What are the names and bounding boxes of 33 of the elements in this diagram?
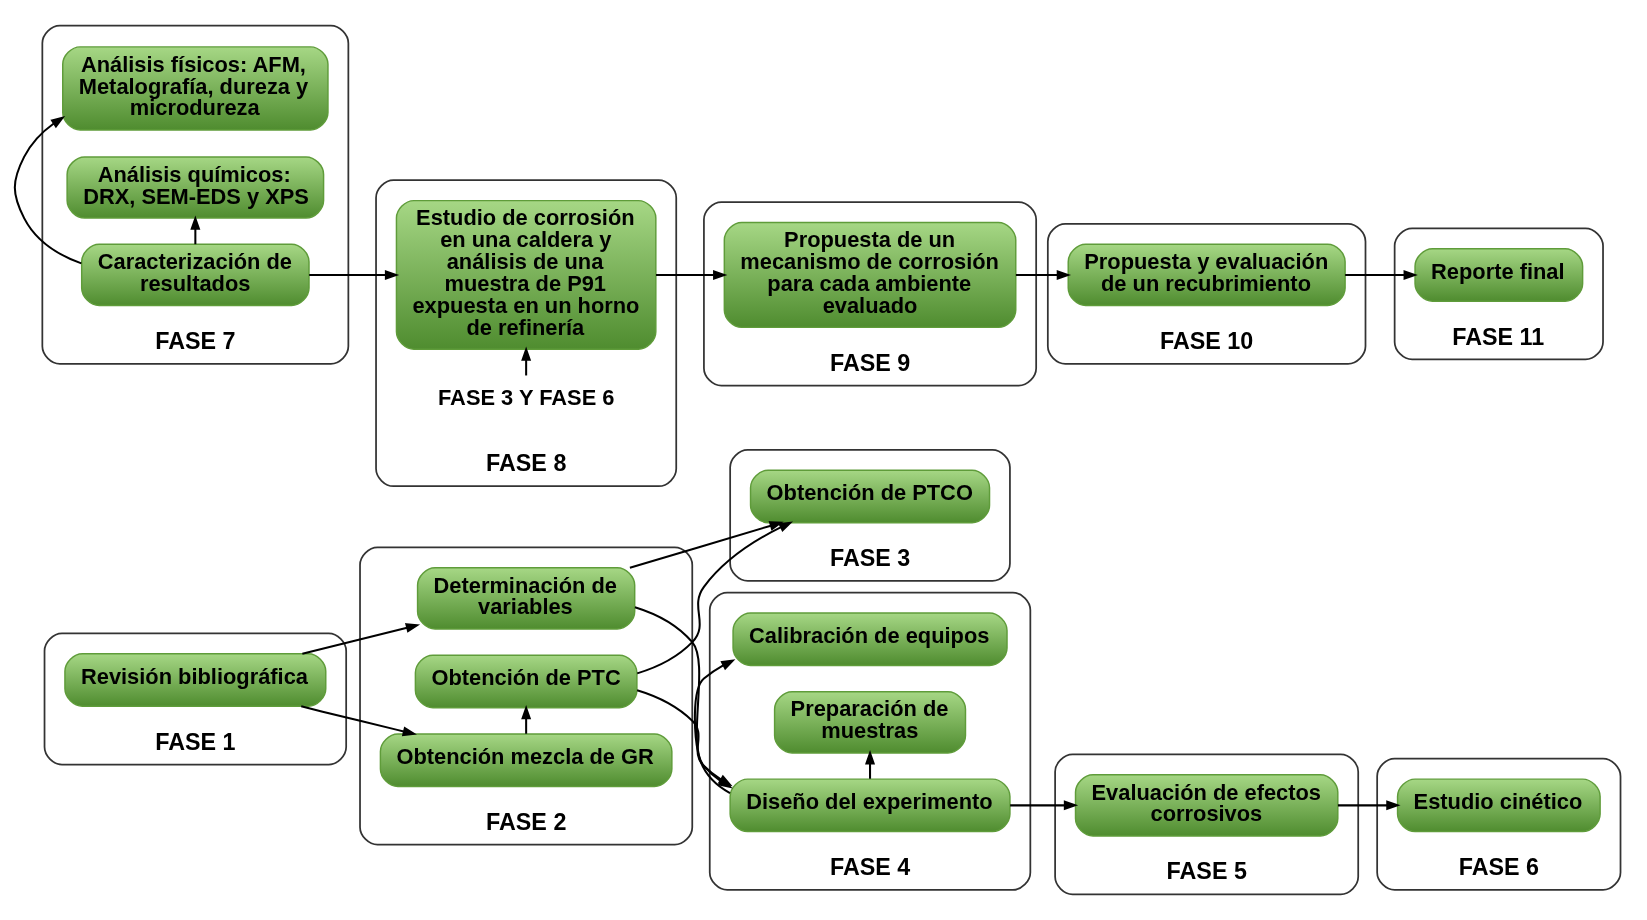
node-box: Caracterización de resultados [80,243,310,307]
arrow [302,623,421,655]
node-box: Obtención de PTCO [749,469,991,524]
node-box: Reporte final [1414,247,1584,302]
node-box: Propuesta y evaluación de un recubrimiento [1067,243,1346,307]
arrow [521,704,532,734]
arrow [656,269,728,280]
node-box: Evaluación de efectos corrosivos [1074,774,1339,837]
arrow [629,521,784,569]
node-box: Propuesta de un mecanismo de corrosión para cada ambiente evaluado [723,221,1017,329]
node-box: Análisis químicos: DRX, SEM-EDS y XPS [66,156,325,219]
node-box: Obtención mezcla de GR [379,733,673,788]
node-box: Calibración de equipos [732,612,1008,667]
node-box: Estudio de corrosión en una caldera y análisis de una muestra de P91 expuesta en un horno de refinería [395,199,657,350]
arrow [1345,269,1418,280]
arrow [309,269,400,280]
arrow [636,521,794,675]
arrow [1010,800,1079,811]
node-box: Revisión bibliográfica [64,653,327,707]
node-box: Determinación de variables [416,567,636,630]
node-box: Estudio cinético [1396,778,1601,833]
arrow [521,346,532,376]
arrow [301,705,417,737]
node-box: Análisis físicos: AFM, Metalografía, dureza y microdureza [62,46,329,131]
arrow [865,750,876,779]
arrow [1337,800,1401,811]
arrow [13,116,82,265]
node-text: FASE 3 Y FASE 6 [437,385,615,411]
arrow [190,215,201,245]
arrow [1015,269,1071,280]
node-box: Preparación de muestras [773,690,967,754]
node-box: Diseño del experimento [729,778,1011,833]
node-box: Obtención de PTC [414,654,638,709]
